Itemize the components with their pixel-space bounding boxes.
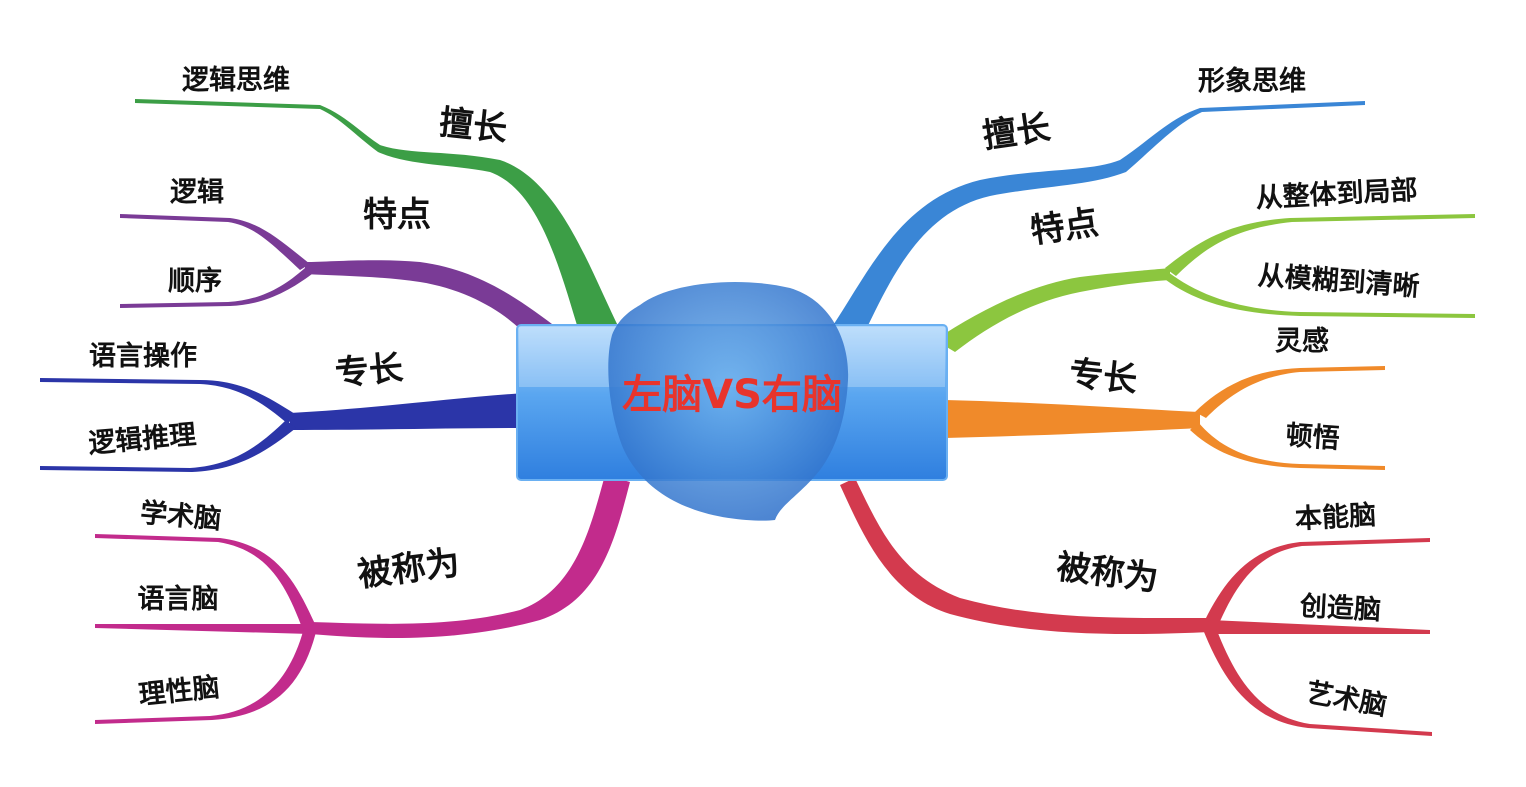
right-good-at-main-line xyxy=(830,101,1365,338)
left-special-leaf-line-2 xyxy=(40,420,296,472)
center-node: 左脑VS右脑 xyxy=(516,281,948,521)
left-traits-label: 特点 xyxy=(363,195,431,235)
left-branch-known-as: 被称为 学术脑 语言脑 理性脑 xyxy=(95,475,630,724)
left-special-main-line xyxy=(290,393,525,430)
right-branch-known-as: 被称为 本能脑 创造脑 艺术脑 xyxy=(840,478,1432,736)
left-traits-leaf-line-1 xyxy=(120,214,310,270)
head-silhouette-icon xyxy=(608,281,849,521)
right-traits-label: 特点 xyxy=(1028,203,1101,252)
right-traits-leaf-line-2 xyxy=(1166,272,1475,318)
left-traits-leaf-2: 顺序 xyxy=(168,265,222,297)
right-branch-traits: 特点 从整体到局部 从模糊到清晰 xyxy=(935,174,1475,352)
left-good-at-main-line xyxy=(135,99,620,335)
right-traits-leaf-1: 从整体到局部 xyxy=(1255,174,1418,214)
right-special-leaf-2: 顿悟 xyxy=(1285,420,1341,455)
left-known-as-leaf-2: 语言脑 xyxy=(138,584,219,615)
left-special-leaf-line-1 xyxy=(40,378,295,424)
right-special-main-line xyxy=(945,400,1200,438)
left-traits-leaf-1: 逻辑 xyxy=(170,177,224,208)
left-branch-special: 专长 语言操作 逻辑推理 xyxy=(40,341,525,472)
right-known-as-label: 被称为 xyxy=(1054,547,1160,599)
right-good-at-label: 擅长 xyxy=(980,108,1053,157)
left-branch-good-at: 擅长 逻辑思维 xyxy=(135,65,620,335)
left-good-at-leaf-1: 逻辑思维 xyxy=(182,65,290,96)
right-known-as-leaf-3: 艺术脑 xyxy=(1304,677,1389,722)
right-known-as-main-line xyxy=(840,478,1210,635)
right-known-as-leaf-1: 本能脑 xyxy=(1294,499,1377,535)
right-traits-leaf-line-1 xyxy=(1165,214,1475,276)
right-branch-good-at: 擅长 形象思维 xyxy=(830,65,1365,338)
right-special-leaf-line-2 xyxy=(1190,422,1385,470)
left-known-as-label: 被称为 xyxy=(356,543,462,595)
right-traits-main-line xyxy=(935,268,1170,352)
left-special-leaf-1: 语言操作 xyxy=(89,341,197,372)
left-known-as-leaf-line-1 xyxy=(95,534,315,630)
left-special-label: 专长 xyxy=(333,348,404,394)
left-traits-leaf-line-2 xyxy=(120,268,312,308)
right-special-leaf-line-1 xyxy=(1195,366,1385,418)
right-known-as-leaf-line-3 xyxy=(1204,628,1432,736)
left-known-as-leaf-1: 学术脑 xyxy=(139,497,222,536)
left-special-leaf-2: 逻辑推理 xyxy=(87,419,197,459)
center-title: 左脑VS右脑 xyxy=(622,372,842,418)
left-known-as-main-line xyxy=(310,475,630,639)
right-known-as-leaf-line-1 xyxy=(1205,538,1430,626)
left-good-at-label: 擅长 xyxy=(437,103,509,150)
right-good-at-leaf-1: 形象思维 xyxy=(1198,65,1306,97)
left-known-as-leaf-line-2 xyxy=(95,624,310,634)
right-special-label: 专长 xyxy=(1067,354,1139,401)
right-known-as-leaf-2: 创造脑 xyxy=(1298,591,1382,626)
left-known-as-leaf-3: 理性脑 xyxy=(137,672,221,711)
right-special-leaf-1: 灵感 xyxy=(1275,325,1329,357)
right-traits-leaf-2: 从模糊到清晰 xyxy=(1257,260,1421,302)
right-known-as-leaf-line-2 xyxy=(1210,620,1430,634)
left-branch-traits: 特点 逻辑 顺序 xyxy=(120,177,560,340)
right-branch-special: 专长 灵感 顿悟 xyxy=(945,325,1385,470)
left-known-as-leaf-line-3 xyxy=(95,628,316,724)
